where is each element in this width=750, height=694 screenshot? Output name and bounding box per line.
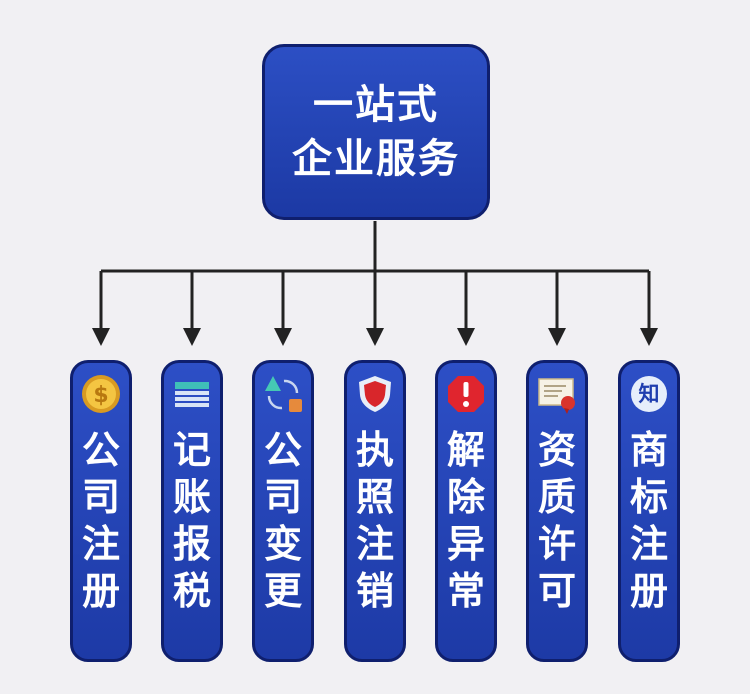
ledger-icon [171, 373, 213, 415]
service-label: 商标注册 [629, 428, 668, 613]
coin-icon: $ [80, 373, 122, 415]
service-label: 资质许可 [537, 428, 576, 613]
root-node: 一站式 企业服务 [262, 44, 490, 220]
service-company-registration: $ 公司注册 [70, 360, 132, 662]
service-label: 执照注销 [355, 428, 394, 613]
arrow-head-4 [366, 328, 384, 346]
service-qualification-license: 资质许可 [526, 360, 588, 662]
root-title-line1: 一站式 [313, 82, 439, 128]
root-title-line2: 企业服务 [292, 136, 460, 182]
service-label: 公司变更 [263, 428, 302, 613]
service-trademark-registration: 知 商标注册 [618, 360, 680, 662]
service-label: 记账报税 [172, 428, 211, 613]
certificate-icon [536, 373, 578, 415]
arrow-head-3 [274, 328, 292, 346]
service-label: 解除异常 [446, 428, 485, 613]
service-remove-anomaly: 解除异常 [435, 360, 497, 662]
trademark-icon: 知 [628, 373, 670, 415]
shield-icon [354, 373, 396, 415]
change-icon [262, 373, 304, 415]
arrow-head-7 [640, 328, 658, 346]
svg-text:$: $ [93, 383, 108, 408]
arrow-head-1 [92, 328, 110, 346]
service-bookkeeping-tax: 记账报税 [161, 360, 223, 662]
trademark-icon-text: 知 [638, 381, 660, 406]
service-license-cancellation: 执照注销 [344, 360, 406, 662]
service-company-change: 公司变更 [252, 360, 314, 662]
alert-icon [445, 373, 487, 415]
arrow-head-2 [183, 328, 201, 346]
arrow-head-6 [548, 328, 566, 346]
arrow-head-5 [457, 328, 475, 346]
service-label: 公司注册 [81, 428, 120, 613]
